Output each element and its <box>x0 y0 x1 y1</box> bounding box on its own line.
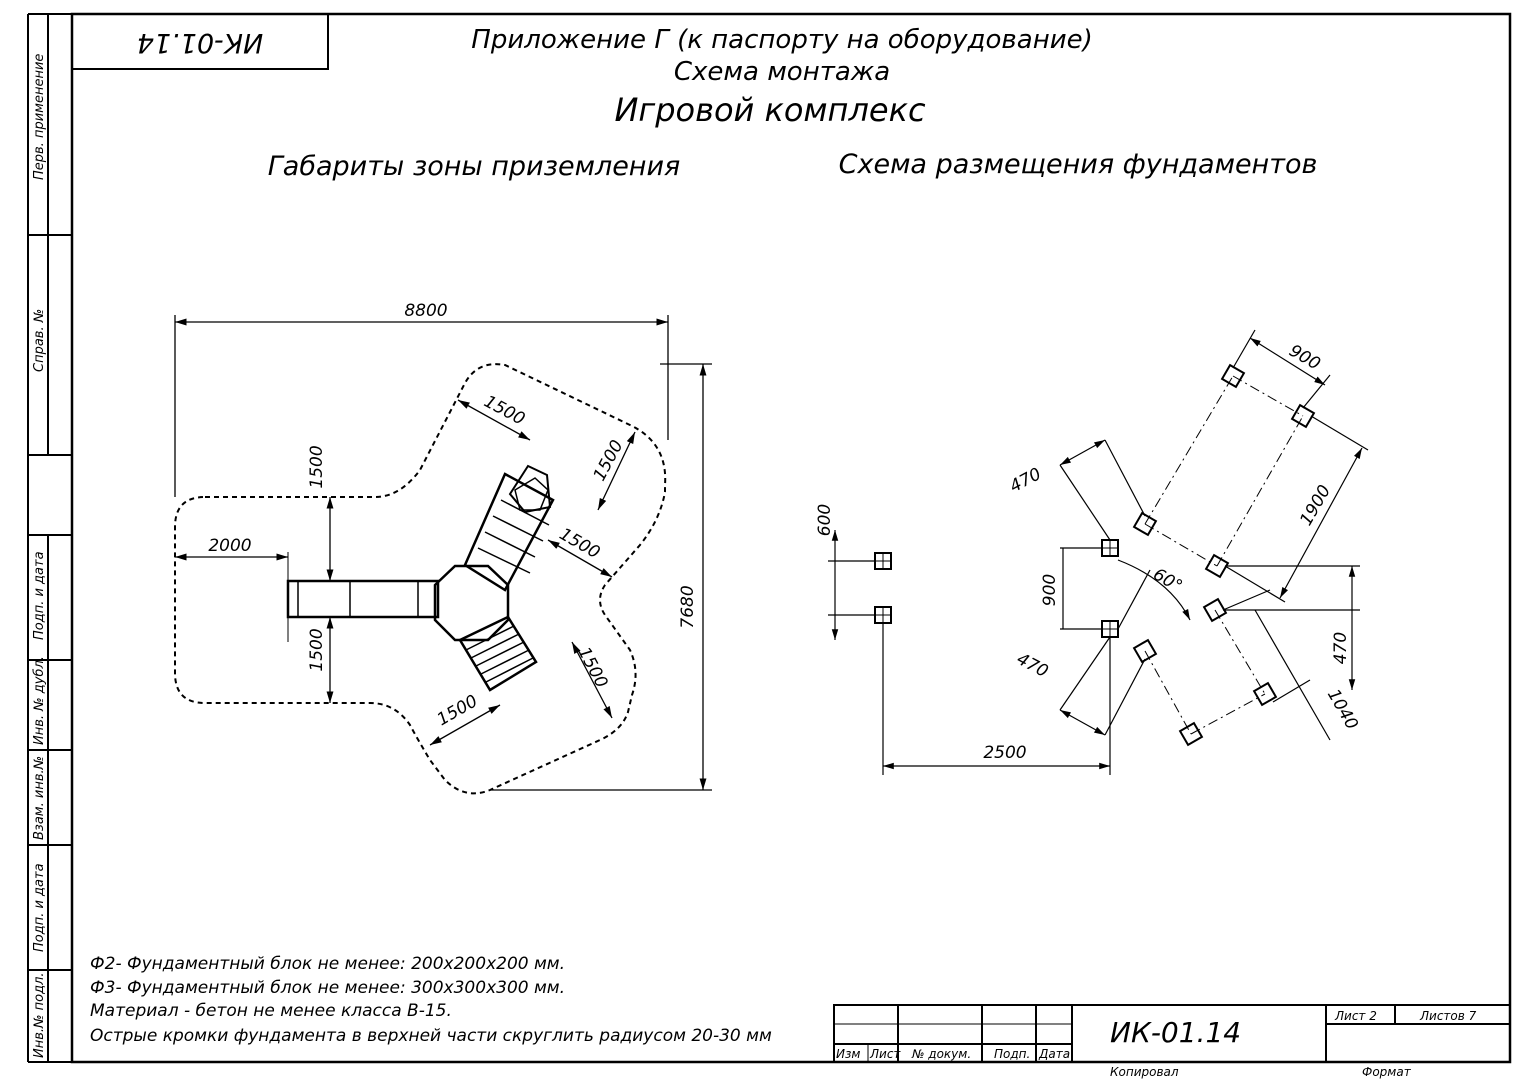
header-line1: Приложение Г (к паспорту на оборудование… <box>471 25 1092 55</box>
rdim-470-right: 470 <box>1331 632 1351 664</box>
dim-width: 8800 <box>404 301 447 321</box>
rdim-470-bottom: 470 <box>1013 649 1051 682</box>
note-2: Ф3- Фундаментный блок не менее: 300х300х… <box>90 978 565 998</box>
dim-slide-zone: 2000 <box>208 536 251 556</box>
rdim-1900: 1900 <box>1296 482 1335 529</box>
tb-data: Дата <box>1038 1047 1070 1061</box>
foundation-centerlines <box>1144 375 1304 735</box>
note-4: Острые кромки фундамента в верхней части… <box>90 1026 772 1046</box>
code-mirrored: ИК-01.14 <box>137 27 263 58</box>
left-dim-lines <box>174 315 712 791</box>
landing-zone-outline <box>174 363 667 795</box>
dim-upper-arm-a: 1500 <box>481 392 529 430</box>
side-inv-podl: Инв.№ подл. <box>32 972 47 1058</box>
tb-designation: ИК-01.14 <box>1110 1016 1241 1049</box>
note-3: Материал - бетон не менее класса В-15. <box>90 1001 452 1021</box>
right-dim-lines <box>828 329 1369 775</box>
rdim-angle: 60° <box>1149 564 1185 596</box>
side-podp-data-1: Подп. и дата <box>32 551 47 640</box>
side-perv: Перв. применение <box>32 54 47 180</box>
section-left-title: Габариты зоны приземления <box>268 151 681 182</box>
foundation-blocks <box>874 363 1316 747</box>
side-sprav: Справ. № <box>32 309 47 372</box>
tb-sheets: Листов 7 <box>1419 1009 1477 1023</box>
page-title: Игровой комплекс <box>614 91 925 129</box>
section-right-title: Схема размещения фундаментов <box>839 149 1318 180</box>
side-inv-dubl: Инв. № дубл. <box>32 656 47 745</box>
rdim-900-top: 900 <box>1285 341 1323 375</box>
tb-izm: Изм <box>836 1047 860 1061</box>
dim-lower-arm-b: 1500 <box>434 691 481 730</box>
dim-side-upper: 1500 <box>307 445 327 488</box>
tb-format: Формат <box>1362 1065 1412 1079</box>
dim-height: 7680 <box>678 585 698 628</box>
title-block <box>833 1004 1511 1063</box>
dim-side-lower: 1500 <box>307 628 327 671</box>
rdim-600: 600 <box>815 504 835 536</box>
tb-podp: Подп. <box>994 1047 1030 1061</box>
header-line2: Схема монтажа <box>674 57 890 87</box>
tb-kopiroval: Копировал <box>1110 1065 1179 1079</box>
equipment-plan <box>286 464 555 692</box>
tb-sheet: Лист 2 <box>1334 1009 1377 1023</box>
side-podp-data-2: Подп. и дата <box>32 863 47 952</box>
dim-upper-arm-c: 1500 <box>556 524 603 563</box>
rdim-900-left: 900 <box>1040 574 1060 606</box>
tb-n-dokum: № докум. <box>911 1047 971 1061</box>
dim-lower-arm-a: 1500 <box>573 644 611 692</box>
note-1: Ф2- Фундаментный блок не менее: 200х200х… <box>90 954 565 974</box>
code-box <box>71 13 329 70</box>
tb-list: Лист <box>869 1047 901 1061</box>
rdim-470-top: 470 <box>1007 464 1045 497</box>
rdim-2500: 2500 <box>983 743 1026 763</box>
outer-frame <box>70 12 1512 1064</box>
side-strip <box>27 13 72 1063</box>
side-vzam-inv: Взам. инв.№ <box>32 756 47 840</box>
rdim-1040: 1040 <box>1323 686 1362 733</box>
foundation-crosshairs <box>875 540 1118 637</box>
